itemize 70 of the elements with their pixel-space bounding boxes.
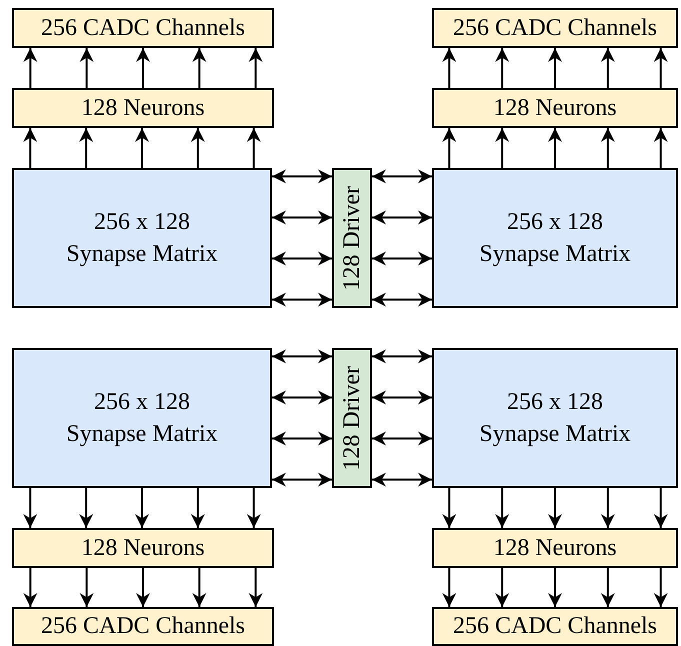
arrow <box>135 128 149 168</box>
double-arrow <box>272 432 332 446</box>
arrow <box>248 48 263 88</box>
synapse-matrix-box: 256 x 128 Synapse Matrix <box>12 168 272 308</box>
arrow <box>600 48 615 88</box>
neuron-box: 128 Neurons <box>12 528 274 568</box>
double-arrow <box>272 349 332 364</box>
arrow <box>442 48 456 88</box>
neuron-box: 128 Neurons <box>12 88 274 128</box>
double-arrow <box>372 349 432 364</box>
double-arrow <box>272 210 332 224</box>
double-arrow <box>372 252 432 266</box>
double-arrow <box>272 472 332 487</box>
arrow <box>548 488 562 528</box>
arrow <box>190 128 205 168</box>
arrow <box>192 48 206 88</box>
channel-box: 256 CADC Channels <box>432 8 678 48</box>
arrow <box>79 488 94 528</box>
channel-box: 256 CADC Channels <box>432 607 678 646</box>
synapse-matrix-box: 256 x 128 Synapse Matrix <box>12 348 272 488</box>
arrow <box>136 48 150 88</box>
arrow <box>600 128 615 168</box>
arrow <box>442 568 456 607</box>
synapse-matrix-box: 256 x 128 Synapse Matrix <box>432 168 678 308</box>
arrow <box>654 568 668 607</box>
driver-box: 128 Driver <box>332 168 372 308</box>
arrow <box>548 128 562 168</box>
double-arrow <box>372 432 432 446</box>
arrow <box>442 128 456 168</box>
arrow <box>80 48 94 88</box>
double-arrow <box>272 292 332 307</box>
arrow <box>192 568 206 607</box>
double-arrow <box>272 390 332 404</box>
arrow <box>80 568 94 607</box>
arrow <box>600 488 615 528</box>
arrow <box>246 128 261 168</box>
arrow <box>495 488 510 528</box>
arrow <box>23 568 38 607</box>
arrow <box>248 568 263 607</box>
arrow <box>79 128 94 168</box>
double-arrow <box>372 169 432 184</box>
arrow <box>442 488 456 528</box>
double-arrow <box>372 472 432 487</box>
arrow <box>23 48 38 88</box>
arrow <box>654 488 668 528</box>
arrow <box>135 488 149 528</box>
arrow <box>495 48 510 88</box>
double-arrow <box>272 252 332 266</box>
arrow <box>136 568 150 607</box>
neuron-box: 128 Neurons <box>432 88 678 128</box>
neuron-box: 128 Neurons <box>432 528 678 568</box>
arrow <box>190 488 205 528</box>
arrow <box>548 568 562 607</box>
arrow <box>246 488 261 528</box>
driver-box: 128 Driver <box>332 348 372 488</box>
double-arrow <box>272 169 332 184</box>
channel-box: 256 CADC Channels <box>12 8 274 48</box>
channel-box: 256 CADC Channels <box>12 607 274 646</box>
double-arrow <box>372 292 432 307</box>
arrow <box>23 488 38 528</box>
arrow <box>548 48 562 88</box>
arrow <box>495 568 510 607</box>
arrow <box>495 128 510 168</box>
arrow <box>654 48 668 88</box>
arrow <box>23 128 38 168</box>
double-arrow <box>372 390 432 404</box>
arrow <box>654 128 668 168</box>
arrow <box>600 568 615 607</box>
synapse-matrix-box: 256 x 128 Synapse Matrix <box>432 348 678 488</box>
double-arrow <box>372 210 432 224</box>
